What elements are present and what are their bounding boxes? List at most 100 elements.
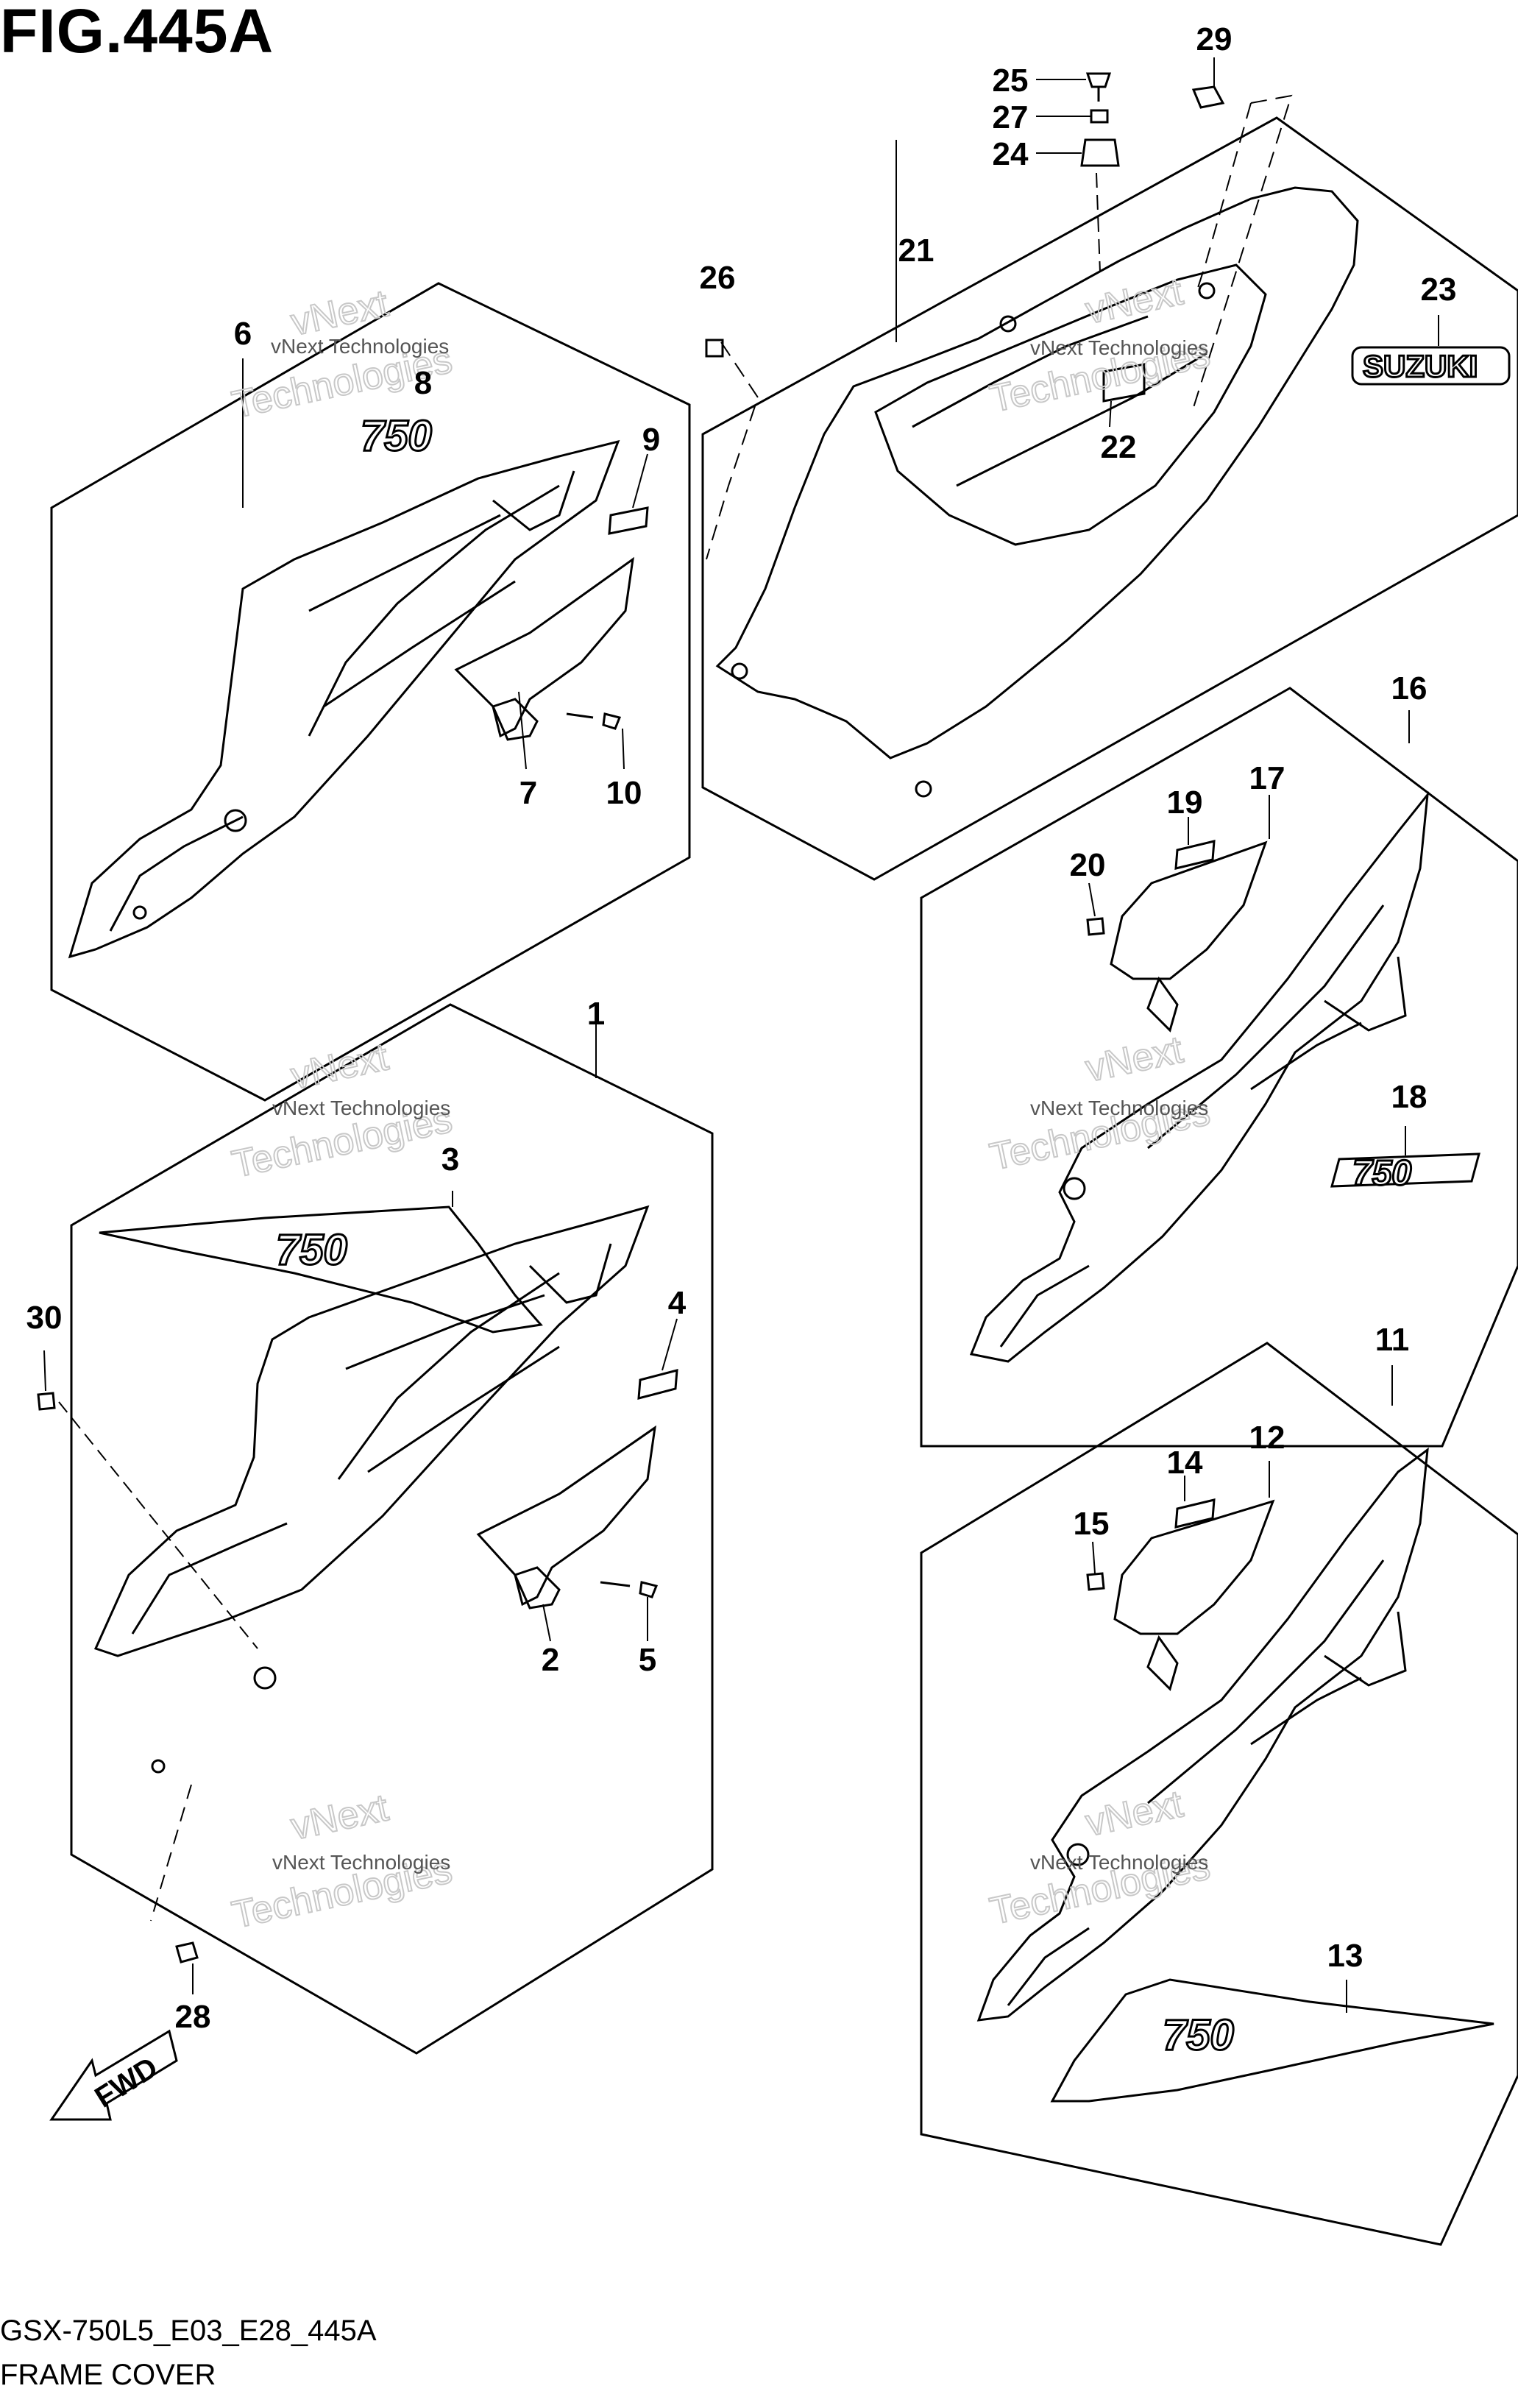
side-cover-1-hole <box>151 1759 166 1774</box>
side-cover-1 <box>93 1205 650 1657</box>
callout-7: 7 <box>519 775 537 811</box>
figure-title: FIG.445A <box>0 0 274 65</box>
side-cover-6-rib <box>308 470 575 708</box>
callout-19: 19 <box>1167 785 1203 821</box>
group-frame-16 <box>920 687 1518 1448</box>
screw-10 <box>566 712 622 730</box>
side-cover-16-inner <box>999 904 1385 1348</box>
watermark-brand: vNext <box>1082 1028 1187 1090</box>
side-cover-1-rib <box>345 1243 612 1473</box>
callout-22: 22 <box>1101 429 1137 465</box>
screw-20 <box>1086 917 1105 936</box>
watermark-text: vNext Technologies <box>271 335 449 358</box>
nut-27 <box>1090 109 1109 124</box>
stripe-decal-3 <box>99 1205 543 1334</box>
callout-20: 20 <box>1070 847 1106 883</box>
watermark-text: vNext Technologies <box>272 1097 450 1119</box>
bracket-17 <box>1146 976 1179 1033</box>
callout-9: 9 <box>642 422 660 458</box>
group-frame-1 <box>70 1003 714 2055</box>
callout-1: 1 <box>587 996 605 1032</box>
leader-7 <box>518 691 527 770</box>
leader-24 <box>1096 172 1101 273</box>
callout-16: 16 <box>1391 670 1427 707</box>
label-14 <box>1174 1498 1216 1529</box>
inner-panel-17 <box>1110 840 1268 980</box>
group-frame-21 <box>701 116 1518 881</box>
side-cover-11-hole <box>1066 1843 1090 1866</box>
leader-30-top <box>43 1350 46 1392</box>
watermark-brand: vNext <box>287 1786 392 1848</box>
screw-5 <box>600 1581 659 1598</box>
side-cover-11-inner <box>1007 1559 1385 2006</box>
leader-29b <box>1191 94 1293 413</box>
group-frame-11 <box>920 1342 1518 2246</box>
callout-8: 8 <box>414 365 432 401</box>
leader-29 <box>1195 102 1252 295</box>
emblem-18-text: 750 <box>1352 1154 1411 1193</box>
side-cover-11-rib <box>1250 1611 1407 1746</box>
label-4 <box>637 1369 678 1400</box>
emblem-23-text: SUZUKI <box>1363 349 1478 383</box>
callout-13: 13 <box>1327 1938 1363 1974</box>
side-cover-16 <box>969 791 1429 1363</box>
callout-3: 3 <box>441 1141 459 1178</box>
watermark-brand: vNext <box>287 1035 392 1097</box>
side-cover-6-inner <box>109 484 560 932</box>
bracket-12 <box>1146 1635 1179 1691</box>
callout-14: 14 <box>1167 1445 1203 1481</box>
bracket-2 <box>513 1566 561 1610</box>
side-cover-6 <box>68 439 620 959</box>
callout-28: 28 <box>175 1999 211 2035</box>
emblem-8-text: 750 <box>361 412 432 460</box>
watermark-brand: vNext <box>1082 270 1187 332</box>
label-22 <box>1102 363 1146 403</box>
side-cover-11 <box>976 1447 1429 2022</box>
stripe-decal-13 <box>1050 1978 1494 2103</box>
side-cover-16-rib <box>1250 956 1407 1091</box>
side-cover-1-inner <box>131 1272 560 1635</box>
grommet-24 <box>1080 138 1120 167</box>
callout-25: 25 <box>993 63 1029 99</box>
bracket-7 <box>491 698 539 741</box>
seat-tail-21-inner <box>874 263 1267 546</box>
screw-25 <box>1085 72 1112 102</box>
figure-name: FRAME COVER <box>0 2359 216 2391</box>
seat-tail-21-hole <box>731 662 748 680</box>
screw-15 <box>1086 1572 1105 1591</box>
watermark-text: vNext Technologies <box>1030 1097 1208 1119</box>
seat-tail-21 <box>715 186 1359 759</box>
callout-23: 23 <box>1421 272 1457 308</box>
callout-21: 21 <box>898 233 934 269</box>
inner-panel-7 <box>454 556 634 738</box>
side-cover-6-hole <box>224 809 247 832</box>
leader-10 <box>622 728 625 770</box>
leader-22 <box>1109 400 1112 428</box>
seat-tail-21-rib <box>912 315 1207 487</box>
callout-4: 4 <box>668 1285 687 1321</box>
figure-code: GSX-750L5_E03_E28_445A <box>0 2315 377 2347</box>
callout-26: 26 <box>700 260 736 296</box>
leader-9 <box>632 453 648 509</box>
label-19 <box>1174 840 1216 870</box>
callout-24: 24 <box>993 136 1029 172</box>
inner-panel-2 <box>476 1425 656 1607</box>
side-cover-16-hole <box>1063 1177 1086 1200</box>
emblem-13-text: 750 <box>1163 2011 1234 2059</box>
label-9 <box>608 506 649 535</box>
callout-29: 29 <box>1196 21 1233 57</box>
callout-18: 18 <box>1391 1079 1427 1115</box>
leader-26 <box>706 341 759 560</box>
watermark-text: vNext Technologies <box>1030 336 1208 359</box>
forward-arrow-icon <box>49 2029 178 2121</box>
seat-tail-21-hole <box>1198 282 1216 300</box>
nut-28 <box>175 1941 199 1963</box>
group-frame-6 <box>50 282 691 1102</box>
callout-10: 10 <box>606 775 642 811</box>
leader-28 <box>150 1784 192 1922</box>
side-cover-1-hole <box>253 1666 277 1690</box>
callout-2: 2 <box>542 1642 559 1678</box>
inner-panel-12 <box>1113 1499 1275 1635</box>
screw-29 <box>1191 85 1225 109</box>
